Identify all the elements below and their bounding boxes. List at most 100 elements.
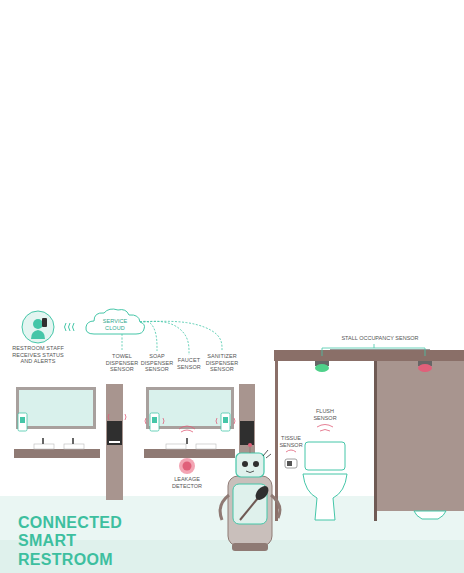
occupancy-lights — [418, 364, 432, 372]
cleaning-robot — [220, 443, 280, 551]
toilet — [305, 442, 345, 470]
staff-circle — [22, 311, 54, 343]
middle-vanity — [144, 449, 235, 458]
left-vanity — [34, 444, 54, 449]
sensor-label: FAUCET SENSOR — [177, 357, 201, 370]
wall-column — [240, 421, 254, 445]
staff-caption: RESTROOM STAFF RECEIVES STATUS AND ALERT… — [11, 345, 65, 365]
signal-waves — [69, 323, 71, 331]
toilet — [303, 474, 347, 520]
middle-vanity — [149, 390, 231, 426]
sensor-label-node: TOWEL DISPENSER SENSOR — [106, 353, 139, 373]
phone-icon — [42, 318, 47, 327]
left-vanity — [64, 444, 84, 449]
sensor-label: SANITIZER DISPENSER SENSOR — [205, 353, 240, 373]
tissue-holder — [285, 459, 297, 468]
occupancy-bracket — [322, 344, 425, 356]
toilet-far — [414, 511, 446, 519]
left-vanity — [42, 438, 44, 444]
dashed-connector — [122, 334, 123, 351]
dashed-connector — [140, 321, 222, 351]
leakage-detector — [179, 458, 195, 474]
left-vanity — [72, 438, 74, 444]
cleaning-robot — [242, 461, 248, 467]
toilet-stall — [374, 361, 464, 511]
cleaning-robot — [271, 495, 280, 518]
toilet-far — [414, 511, 446, 519]
occupancy-lights — [315, 361, 432, 372]
middle-vanity — [145, 418, 235, 424]
toilet — [303, 425, 347, 521]
leakage-detector — [179, 458, 195, 474]
towel-dispenser — [108, 414, 126, 420]
sensor-label-node: FAUCET SENSOR — [177, 357, 201, 370]
sensor-label: SOAP DISPENSER SENSOR — [141, 353, 174, 373]
tissue-holder — [286, 450, 296, 452]
diagram-title: CONNECTED SMART RESTROOM — [18, 514, 168, 569]
signal-waves — [65, 323, 67, 331]
middle-vanity — [186, 438, 188, 444]
cleaning-robot — [253, 461, 259, 467]
tissue-holder — [285, 450, 297, 468]
left-vanity — [19, 390, 93, 426]
left-vanity — [20, 417, 25, 423]
middle-vanity — [166, 444, 186, 449]
sensor-label: FLUSH SENSOR — [312, 408, 338, 421]
cleaning-robot — [232, 543, 268, 551]
left-vanity — [16, 387, 96, 429]
left-vanity — [18, 413, 27, 431]
middle-vanity — [150, 413, 159, 431]
leakage-detector — [183, 462, 192, 471]
cleaning-robot — [228, 476, 272, 546]
cloud-label: SERVICE CLOUD — [95, 313, 135, 331]
sensor-label: TISSUE SENSOR — [278, 435, 304, 448]
cleaning-robot — [240, 498, 258, 520]
towel-dispenser — [106, 384, 123, 500]
toilet-stall — [274, 349, 464, 521]
left-vanity — [14, 387, 100, 458]
cleaning-robot — [248, 443, 252, 447]
occupancy-bracket — [322, 348, 425, 356]
signal-waves — [65, 323, 75, 331]
toilet-stall — [274, 350, 464, 361]
dashed-connector — [140, 321, 189, 355]
service-cloud: SERVICE CLOUD — [84, 307, 146, 337]
staff-figure — [31, 330, 45, 339]
tissue-holder — [287, 461, 292, 466]
middle-vanity — [196, 444, 216, 449]
middle-vanity — [144, 387, 235, 458]
middle-vanity — [152, 417, 157, 423]
sensor-label: TOWEL DISPENSER SENSOR — [106, 353, 139, 373]
cleaning-robot — [220, 495, 229, 520]
middle-vanity — [179, 426, 195, 432]
staff-icon — [11, 309, 65, 345]
sensor-label-node: SANITIZER DISPENSER SENSOR — [205, 353, 240, 373]
towel-dispenser — [107, 421, 122, 445]
staff-figure — [33, 319, 43, 329]
cleaning-robot — [236, 453, 264, 477]
occupancy-lights — [315, 364, 329, 372]
toilet — [317, 425, 333, 432]
stall-sensor-label: STALL OCCUPANCY SENSOR — [335, 335, 425, 342]
toilet-stall — [330, 349, 430, 350]
towel-dispenser — [109, 441, 120, 443]
sensor-label: LEAKAGE DETECTOR — [169, 476, 205, 489]
middle-vanity — [223, 417, 228, 423]
left-vanity — [14, 449, 100, 458]
cleaning-robot — [246, 471, 254, 473]
sensor-label-node: SOAP DISPENSER SENSOR — [141, 353, 174, 373]
occupancy-bracket — [374, 344, 375, 348]
cleaning-robot — [250, 446, 251, 453]
signal-waves — [73, 323, 75, 331]
towel-dispenser — [106, 384, 126, 500]
toilet-stall — [374, 361, 377, 521]
cloud-outline — [86, 309, 145, 334]
cleaning-robot — [263, 450, 271, 458]
cleaning-robot — [253, 484, 271, 503]
middle-vanity — [221, 413, 230, 431]
staff-phone-node: RESTROOM STAFF RECEIVES STATUS AND ALERT… — [11, 309, 65, 367]
